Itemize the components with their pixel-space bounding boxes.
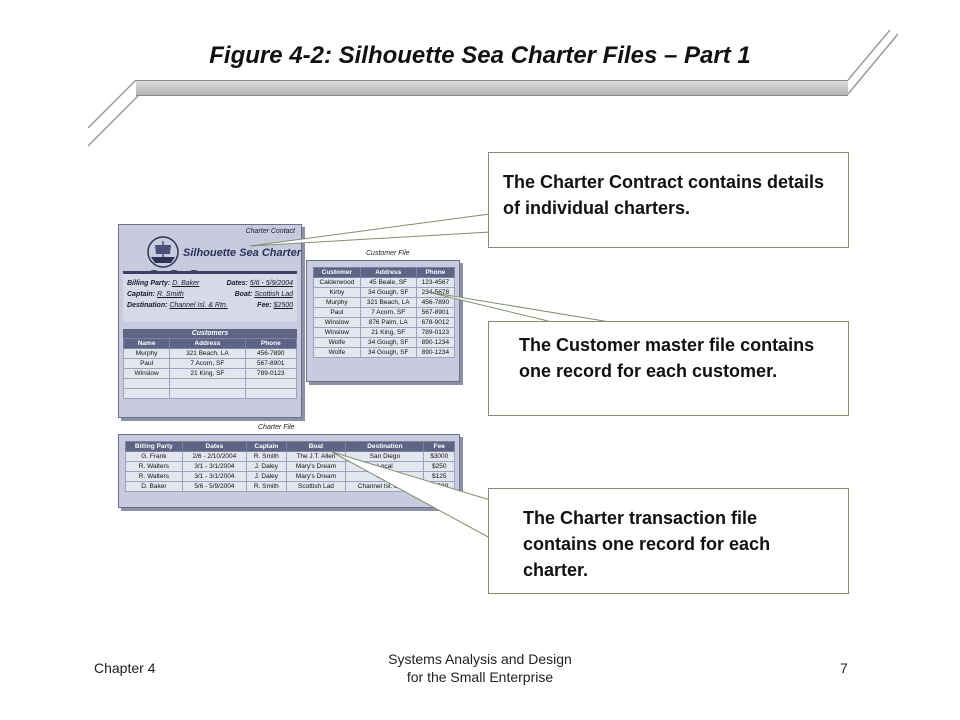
charter-callout-text: The Charter transaction file contains on…	[523, 508, 771, 580]
contract-callout: The Charter Contract contains details of…	[488, 152, 849, 248]
contract-callout-text: The Charter Contract contains details of…	[503, 172, 825, 218]
field-row: Destination: Channel Isl. & Rtn. Fee: $2…	[127, 302, 293, 309]
customers-title: Customers	[123, 329, 297, 338]
charter-file-callout: The Charter transaction file contains on…	[488, 488, 849, 594]
customer-file-callout: The Customer master file contains one re…	[488, 321, 849, 416]
field-row: Captain: R. Smith Boat: Scottish Lad	[127, 291, 293, 298]
footer-chapter: Chapter 4	[94, 660, 156, 676]
customer-file-label: Customer File	[366, 250, 410, 257]
charter-contract-document: Charter Contact Silhouette Sea Charter B…	[118, 224, 302, 418]
charter-file-label: Charter File	[258, 424, 295, 431]
field-row: Billing Party: D. Baker Dates: 5/6 - 5/9…	[127, 280, 293, 287]
slide-title: Figure 4-2: Silhouette Sea Charter Files…	[209, 42, 751, 69]
footer-page-number: 7	[840, 660, 848, 676]
ship-logo-icon	[147, 236, 179, 268]
footer-course-title: Systems Analysis and Design for the Smal…	[388, 651, 572, 685]
customer-callout-text: The Customer master file contains one re…	[519, 335, 815, 381]
title-underline-bar	[136, 80, 848, 96]
company-name: Silhouette Sea Charter	[183, 247, 301, 259]
contract-header: Charter Contact	[245, 228, 295, 235]
contract-fields: Billing Party: D. Baker Dates: 5/6 - 5/9…	[123, 271, 297, 322]
